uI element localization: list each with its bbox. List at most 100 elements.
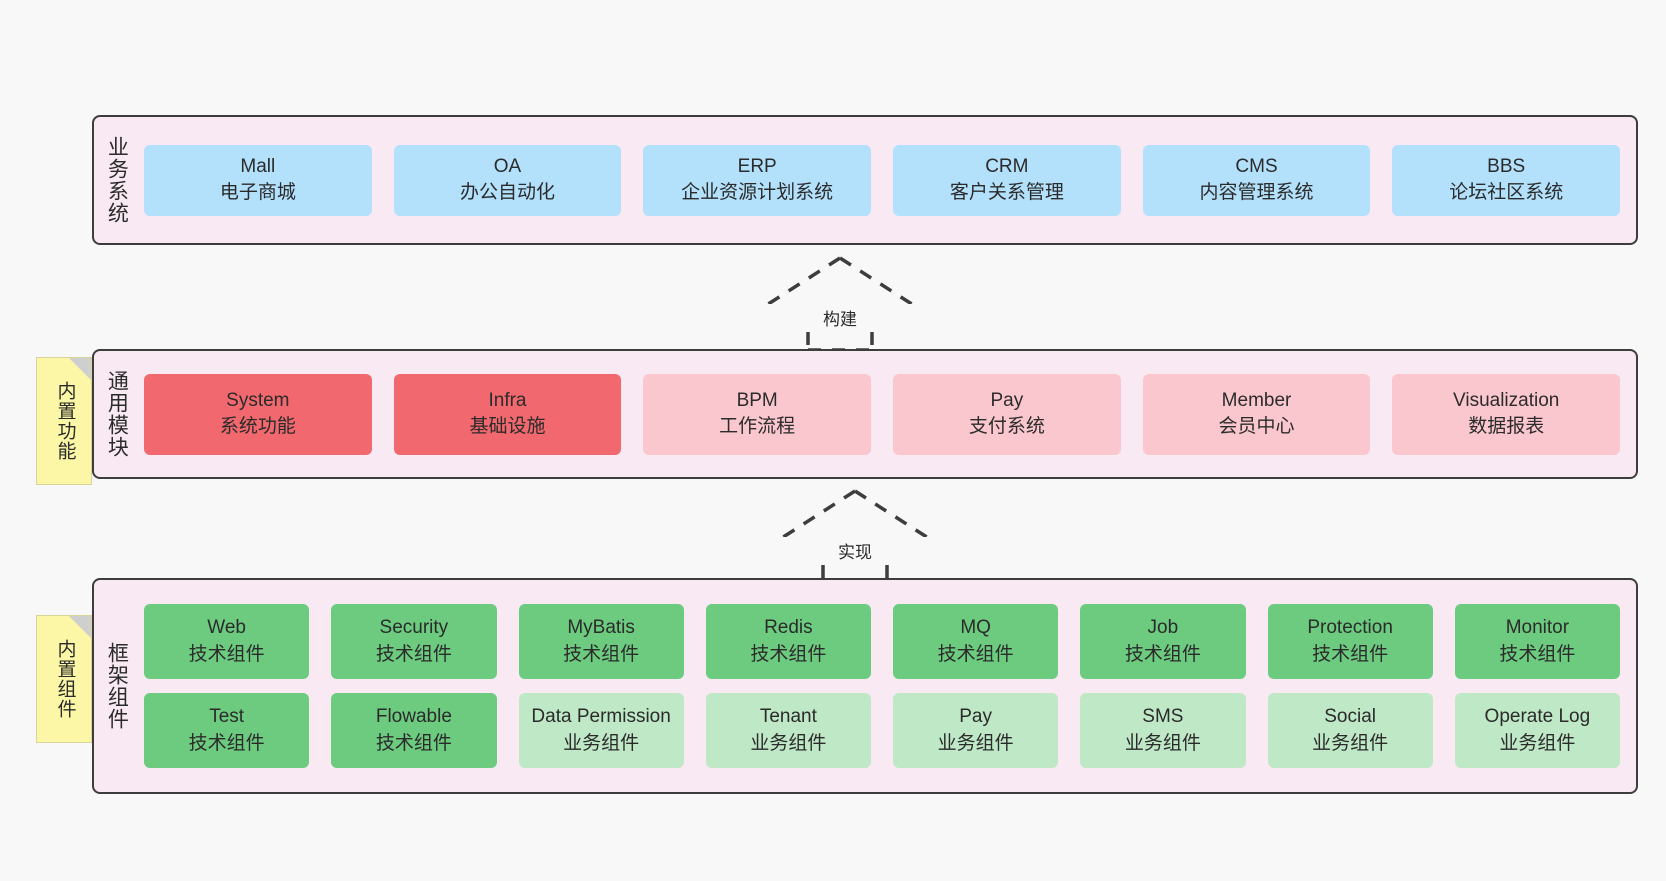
node-sms[interactable]: SMS 业务组件	[1080, 693, 1246, 768]
node-cms[interactable]: CMS 内容管理系统	[1142, 144, 1371, 216]
node-pay[interactable]: Pay 支付系统	[893, 373, 1121, 455]
node-name: CRM	[985, 155, 1029, 177]
node-protection[interactable]: Protection 技术组件	[1267, 604, 1433, 679]
node-name: Protection	[1307, 617, 1393, 639]
node-crm[interactable]: CRM 客户关系管理	[893, 144, 1121, 216]
node-web[interactable]: Web 技术组件	[144, 604, 310, 679]
node-subtitle: 业务组件	[937, 732, 1014, 754]
node-subtitle: 业务组件	[563, 732, 640, 754]
node-member[interactable]: Member 会员中心	[1142, 373, 1371, 455]
note-label: 内置组件	[54, 639, 76, 719]
node-mall[interactable]: Mall 电子商城	[144, 144, 372, 216]
arrow-label-build: 构建	[760, 304, 920, 331]
node-subtitle: 业务组件	[750, 732, 827, 754]
node-test[interactable]: Test 技术组件	[144, 693, 310, 768]
node-subtitle: 业务组件	[1124, 732, 1201, 754]
node-subtitle: 技术组件	[750, 643, 827, 665]
node-name: Test	[209, 706, 245, 728]
node-flowable[interactable]: Flowable 技术组件	[331, 693, 497, 768]
node-social[interactable]: Social 业务组件	[1267, 693, 1433, 768]
node-row: System 系统功能 Infra 基础设施 BPM 工作流程 Pay 支付系统…	[144, 373, 1621, 455]
node-tenant[interactable]: Tenant 业务组件	[705, 693, 871, 768]
node-subtitle: 技术组件	[1312, 643, 1389, 665]
node-name: Member	[1221, 389, 1292, 411]
node-infra[interactable]: Infra 基础设施	[393, 373, 622, 455]
node-name: Operate Log	[1484, 706, 1591, 728]
node-oa[interactable]: OA 办公自动化	[393, 144, 622, 216]
node-subtitle: 业务组件	[1312, 732, 1389, 754]
node-name: CMS	[1235, 155, 1278, 177]
layer-common-modules-title: 通用模块	[105, 370, 129, 458]
node-security[interactable]: Security 技术组件	[331, 604, 497, 679]
node-name: Job	[1147, 617, 1179, 639]
node-subtitle: 技术组件	[375, 643, 452, 665]
layer-business-systems-title: 业务系统	[105, 136, 129, 224]
node-name: Mall	[240, 155, 276, 177]
note-built-in-components: 内置组件	[36, 615, 92, 743]
node-job[interactable]: Job 技术组件	[1080, 604, 1246, 679]
node-erp[interactable]: ERP 企业资源计划系统	[643, 144, 872, 216]
node-name: Infra	[488, 389, 527, 411]
node-subtitle: 技术组件	[937, 643, 1014, 665]
node-subtitle: 内容管理系统	[1199, 182, 1314, 203]
node-subtitle: 技术组件	[375, 732, 452, 754]
node-subtitle: 技术组件	[563, 643, 640, 665]
node-pay-component[interactable]: Pay 业务组件	[893, 693, 1059, 768]
layer-common-modules-body: System 系统功能 Infra 基础设施 BPM 工作流程 Pay 支付系统…	[138, 351, 1636, 477]
node-subtitle: 企业资源计划系统	[681, 182, 834, 203]
node-row: Test 技术组件 Flowable 技术组件 Data Permission …	[144, 693, 1620, 768]
layer-common-modules: 通用模块 System 系统功能 Infra 基础设施 BPM 工作流程 Pay…	[92, 349, 1638, 479]
node-redis[interactable]: Redis 技术组件	[705, 604, 871, 679]
node-name: Pay	[959, 706, 992, 728]
node-subtitle: 论坛社区系统	[1449, 182, 1564, 203]
node-subtitle: 数据报表	[1468, 416, 1545, 437]
node-name: MyBatis	[567, 617, 635, 639]
node-name: MQ	[960, 617, 991, 639]
node-name: Visualization	[1453, 389, 1560, 411]
layer-framework-components: 框架组件 Web 技术组件 Security 技术组件 MyBatis 技术组件…	[92, 578, 1638, 794]
generalization-arrow-realize: 实现	[775, 489, 935, 585]
node-monitor[interactable]: Monitor 技术组件	[1454, 604, 1620, 679]
node-subtitle: 支付系统	[968, 416, 1045, 437]
node-name: Security	[379, 617, 449, 639]
note-label: 内置功能	[54, 381, 76, 461]
node-mybatis[interactable]: MyBatis 技术组件	[518, 604, 684, 679]
arrow-label-realize: 实现	[775, 537, 935, 564]
layer-business-systems: 业务系统 Mall 电子商城 OA 办公自动化 ERP 企业资源计划系统 CRM…	[92, 115, 1638, 245]
node-bpm[interactable]: BPM 工作流程	[643, 373, 872, 455]
node-operate-log[interactable]: Operate Log 业务组件	[1454, 693, 1620, 768]
node-name: SMS	[1142, 706, 1184, 728]
node-name: Redis	[764, 617, 813, 639]
layer-business-systems-body: Mall 电子商城 OA 办公自动化 ERP 企业资源计划系统 CRM 客户关系…	[138, 117, 1636, 243]
node-name: OA	[493, 155, 522, 177]
node-subtitle: 客户关系管理	[949, 182, 1064, 203]
node-subtitle: 技术组件	[188, 732, 265, 754]
node-subtitle: 技术组件	[1499, 643, 1576, 665]
node-mq[interactable]: MQ 技术组件	[893, 604, 1059, 679]
node-bbs[interactable]: BBS 论坛社区系统	[1392, 144, 1621, 216]
node-subtitle: 工作流程	[719, 416, 796, 437]
node-data-permission[interactable]: Data Permission 业务组件	[518, 693, 684, 768]
node-name: Pay	[990, 389, 1024, 411]
node-subtitle: 办公自动化	[460, 182, 556, 203]
generalization-arrow-build: 构建	[760, 256, 920, 352]
layer-framework-components-body: Web 技术组件 Security 技术组件 MyBatis 技术组件 Redi…	[138, 580, 1636, 792]
node-name: ERP	[737, 155, 777, 177]
layer-framework-components-title: 框架组件	[105, 642, 129, 730]
node-subtitle: 业务组件	[1499, 732, 1576, 754]
node-name: System	[226, 389, 290, 411]
node-system[interactable]: System 系统功能	[144, 373, 372, 455]
note-built-in-functions: 内置功能	[36, 357, 92, 485]
node-visualization[interactable]: Visualization 数据报表	[1392, 373, 1621, 455]
node-subtitle: 会员中心	[1218, 416, 1295, 437]
node-name: Flowable	[375, 706, 452, 728]
node-row: Web 技术组件 Security 技术组件 MyBatis 技术组件 Redi…	[144, 604, 1620, 679]
node-name: Monitor	[1505, 617, 1570, 639]
node-name: Social	[1324, 706, 1376, 728]
node-subtitle: 电子商城	[219, 182, 296, 203]
node-subtitle: 基础设施	[469, 416, 546, 437]
node-row: Mall 电子商城 OA 办公自动化 ERP 企业资源计划系统 CRM 客户关系…	[144, 144, 1621, 216]
node-subtitle: 技术组件	[188, 643, 265, 665]
node-name: BPM	[736, 389, 778, 411]
